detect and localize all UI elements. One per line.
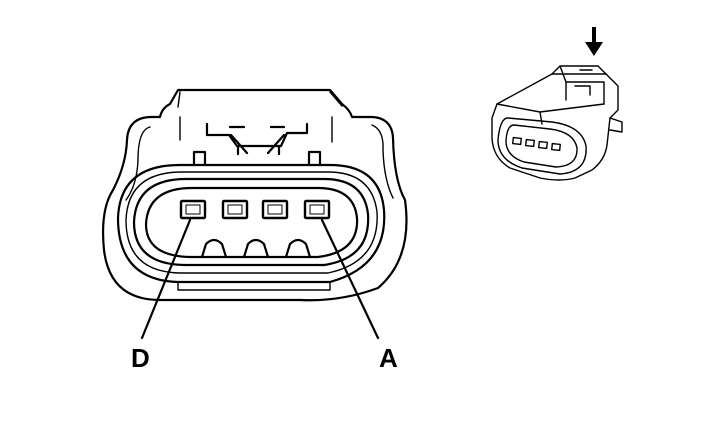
bezel-ring-2 (125, 171, 378, 274)
key-right (307, 150, 322, 167)
connector-isometric-view (491, 27, 623, 181)
iso-body (491, 73, 619, 181)
lock-latch (177, 91, 343, 143)
iso-rail (496, 103, 623, 133)
leader-line-a (320, 218, 380, 340)
latch-teeth (205, 122, 309, 156)
bezel-ring-1 (116, 163, 386, 284)
iso-pin-row (512, 136, 561, 152)
key-left (192, 150, 207, 167)
label-pin-d: D (131, 343, 150, 373)
inner-face (144, 186, 359, 259)
iso-front-ring-outer (497, 117, 587, 175)
pin-row (179, 199, 331, 220)
arrow-down-icon (585, 27, 603, 56)
pin-d (179, 199, 207, 220)
iso-front-ring-inner (505, 124, 578, 168)
pin-c (221, 199, 249, 220)
connector-front-view: D A (101, 88, 408, 373)
side-wall-right (371, 124, 394, 199)
housing-outer (101, 88, 408, 302)
pin-a (303, 199, 331, 220)
iso-lock (551, 65, 607, 105)
polarization-bumps (200, 238, 312, 259)
bezel-ring-3 (132, 177, 370, 267)
side-wall-left (125, 126, 151, 201)
label-pin-a: A (379, 343, 398, 373)
housing-foot (177, 281, 331, 291)
pin-b (261, 199, 289, 220)
leader-line-d (140, 218, 192, 340)
